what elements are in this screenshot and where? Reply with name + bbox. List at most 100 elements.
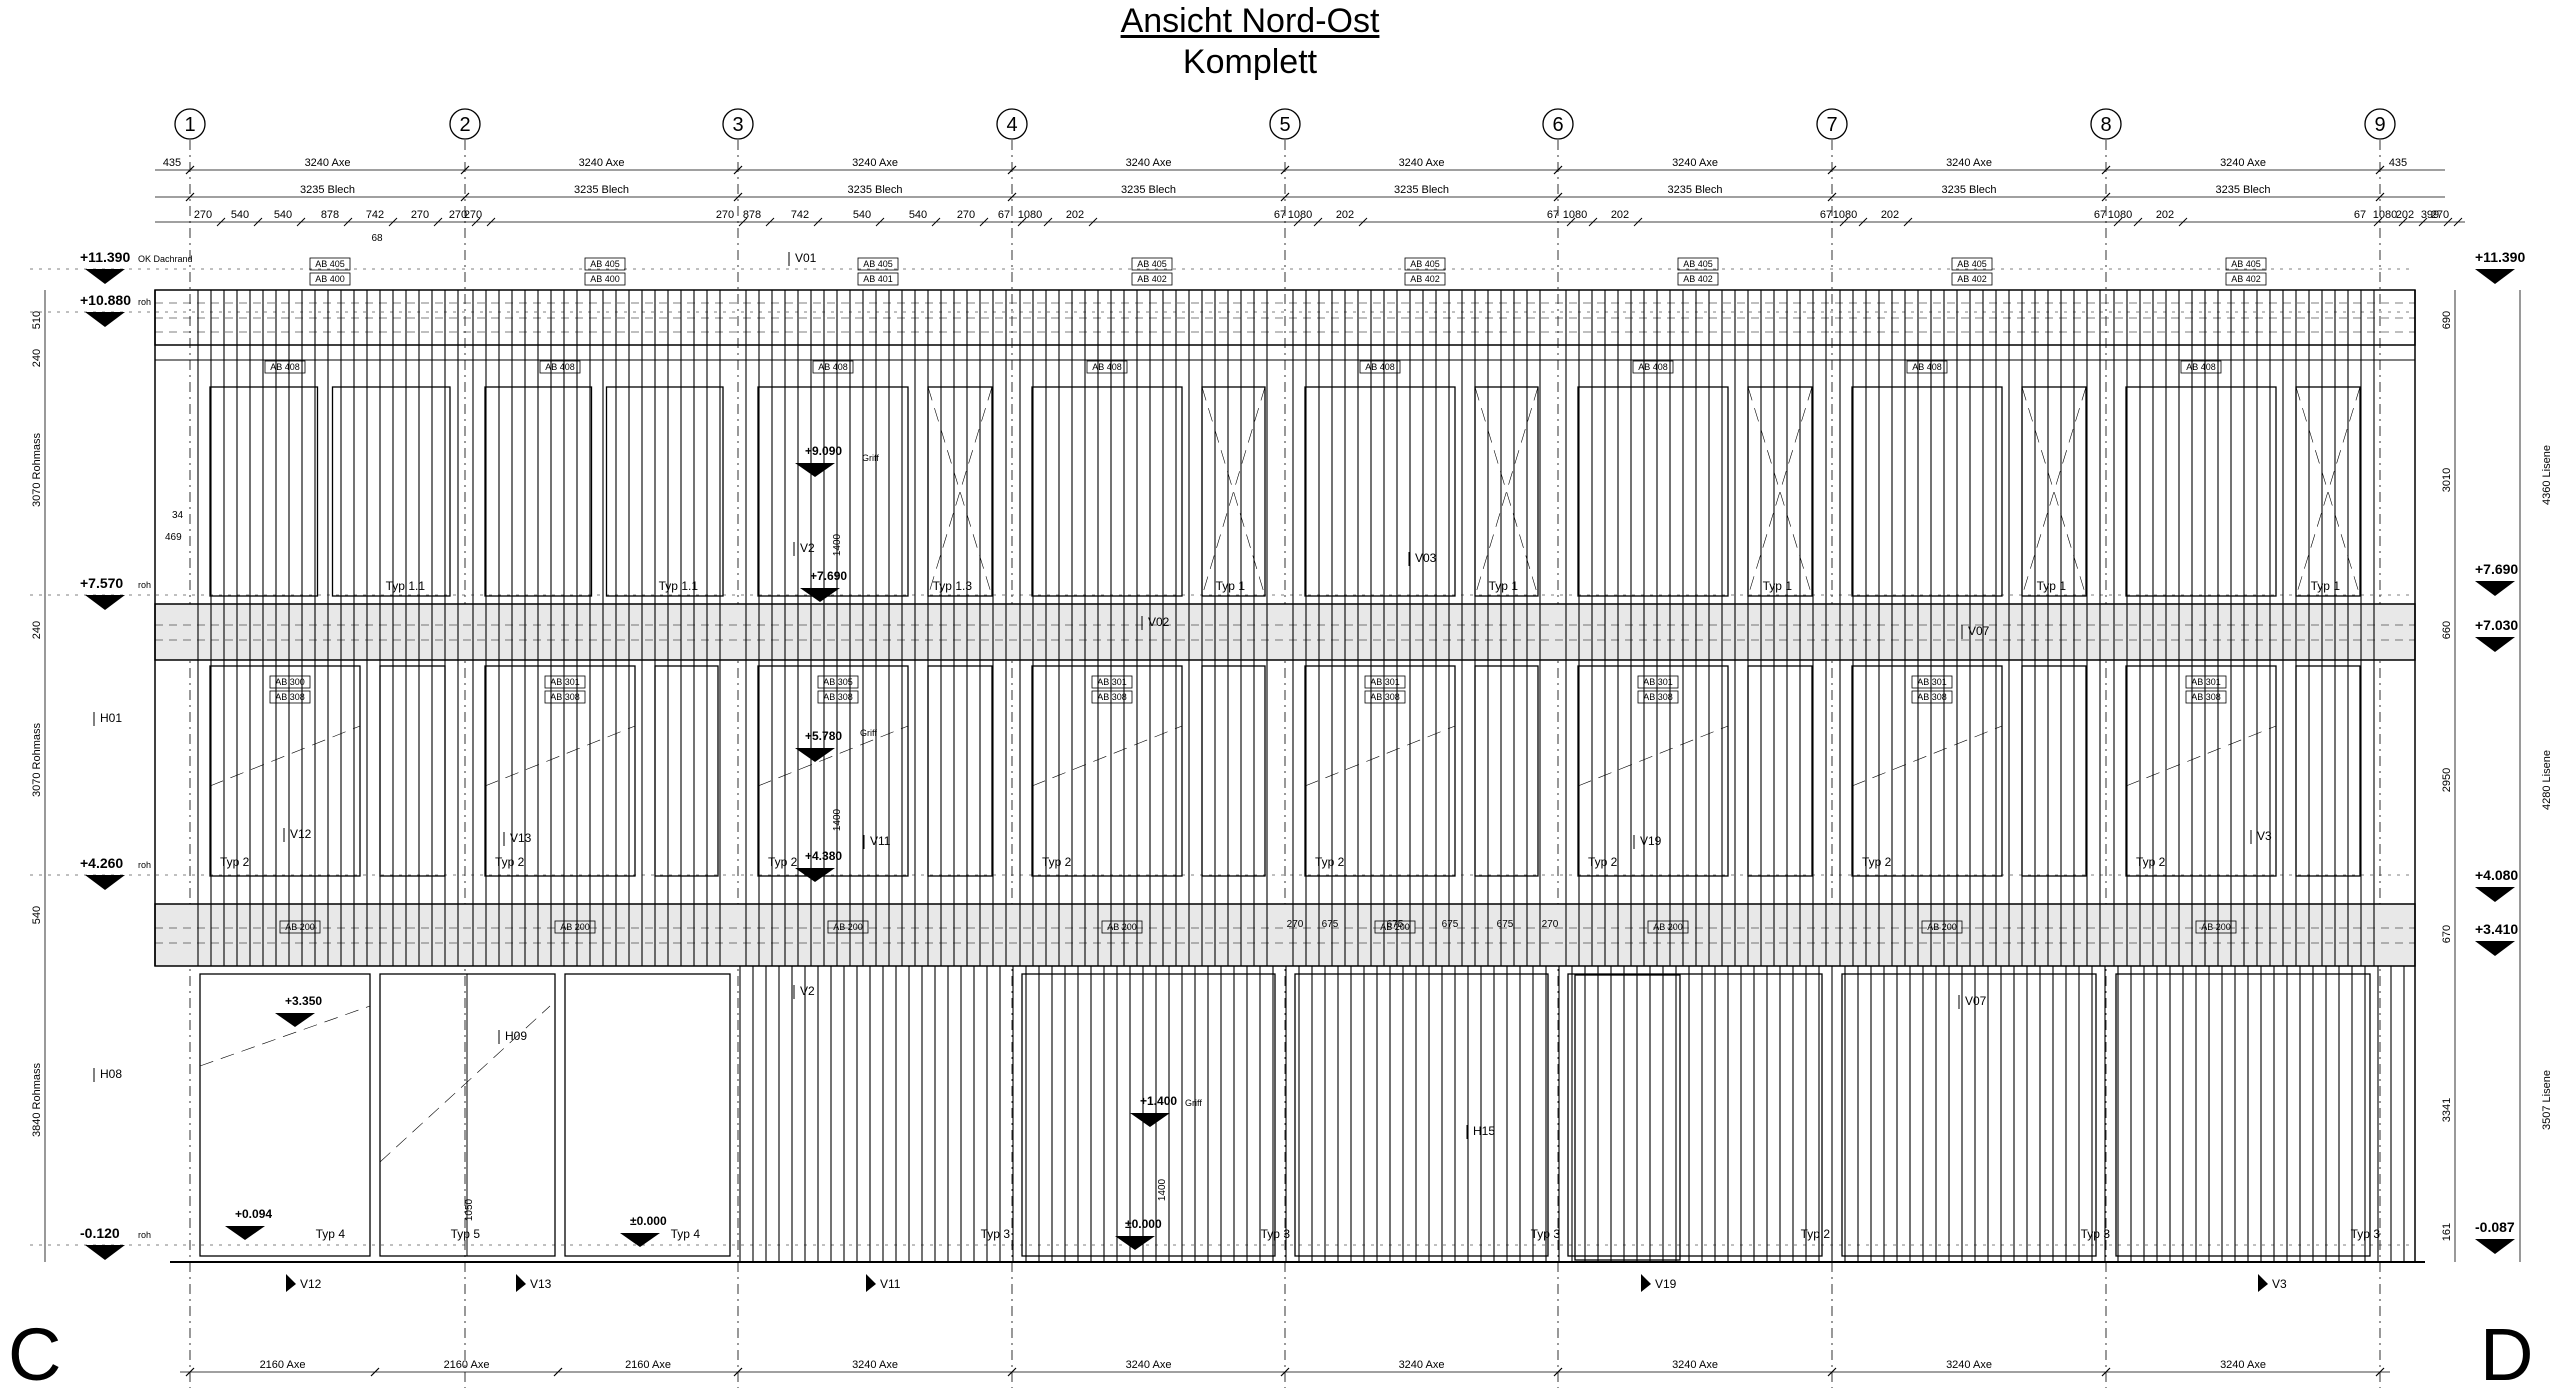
tag-box bbox=[827, 920, 869, 934]
dim-text-sub: 67 bbox=[2094, 209, 2106, 221]
tag-label: AB 200 bbox=[2201, 922, 2231, 932]
dim-text-bottom: 3240 Axe bbox=[1399, 1359, 1445, 1371]
dim-text-axe: 3240 Axe bbox=[1672, 157, 1718, 169]
dim-text-sub: 270 bbox=[2431, 209, 2449, 221]
axis-label: 5 bbox=[1279, 114, 1290, 136]
level-dim: 675 bbox=[1387, 919, 1404, 930]
tag-box bbox=[1921, 920, 1963, 934]
level-value: +7.690 bbox=[2475, 561, 2518, 577]
window-type-label: Typ 1 bbox=[1489, 579, 1519, 593]
section-arrow bbox=[2258, 1274, 2268, 1292]
dim-text-sub: 1080 bbox=[1018, 209, 1042, 221]
dim-tick bbox=[370, 1367, 380, 1377]
dim-text-sub: 202 bbox=[1611, 209, 1629, 221]
tag-label: AB 301 bbox=[1917, 677, 1947, 687]
level-triangle bbox=[85, 875, 125, 890]
section-arrow bbox=[866, 1274, 876, 1292]
tag-box bbox=[554, 920, 596, 934]
level-value: +10.880 bbox=[80, 292, 131, 308]
dim-tick bbox=[2101, 165, 2111, 175]
dim-text-vertical: 161 bbox=[2441, 1223, 2453, 1241]
dim-text-sub: 399 bbox=[2421, 209, 2439, 221]
tag-label: AB 405 bbox=[1410, 259, 1440, 269]
opening-diagonal bbox=[2295, 386, 2361, 597]
dim-text-sub: 1080 bbox=[1288, 209, 1312, 221]
window-type-label: Typ 2 bbox=[1862, 855, 1892, 869]
tag-box bbox=[1364, 690, 1406, 704]
tag-label: AB 308 bbox=[2191, 692, 2221, 702]
level-value: +7.030 bbox=[2475, 617, 2518, 633]
tag-box bbox=[269, 675, 311, 689]
window-mid-left bbox=[757, 665, 909, 877]
tag-box bbox=[817, 675, 859, 689]
axis-label: 1 bbox=[184, 114, 195, 136]
marker-label: V2 bbox=[800, 541, 815, 555]
tag-box bbox=[1374, 920, 1416, 934]
level-value: -0.120 bbox=[80, 1225, 120, 1241]
level-value: -0.087 bbox=[2475, 1219, 2515, 1235]
dim-tick bbox=[2375, 192, 2385, 202]
dim-text-sub: 202 bbox=[1066, 209, 1084, 221]
tag-box bbox=[2195, 920, 2237, 934]
tag-label: AB 308 bbox=[275, 692, 305, 702]
dim-tick bbox=[1280, 165, 1290, 175]
level-triangle bbox=[2475, 887, 2515, 902]
tag-box bbox=[2185, 690, 2227, 704]
dim-tick bbox=[1566, 217, 1576, 227]
dim-tick bbox=[733, 1367, 743, 1377]
section-marker: V19 bbox=[1655, 1277, 1677, 1291]
dim-text-sub: 540 bbox=[231, 209, 249, 221]
window-type-label: Typ 2 bbox=[1315, 855, 1345, 869]
level-dim: 675 bbox=[1322, 919, 1339, 930]
axis-bubble bbox=[996, 108, 1028, 140]
tag-label: AB 405 bbox=[315, 259, 345, 269]
interior-level: +5.780 bbox=[805, 729, 842, 743]
dim-tick bbox=[1839, 217, 1849, 227]
tag-label: AB 200 bbox=[1927, 922, 1957, 932]
interior-level: +7.690 bbox=[810, 569, 847, 583]
section-marker: V3 bbox=[2272, 1277, 2287, 1291]
dim-text-sub: 540 bbox=[274, 209, 292, 221]
tag-box bbox=[1951, 272, 1993, 286]
window-type-label: Typ 1 bbox=[2037, 579, 2067, 593]
tag-label: AB 200 bbox=[1380, 922, 1410, 932]
dim-text-axe: 3240 Axe bbox=[1946, 157, 1992, 169]
dim-tick bbox=[1007, 192, 1017, 202]
dim-tick bbox=[931, 217, 941, 227]
dim-text-blech: 3235 Blech bbox=[300, 184, 355, 196]
marker-label: V11 bbox=[870, 834, 891, 848]
axis-bubble bbox=[1816, 108, 1848, 140]
tag-label: AB 308 bbox=[550, 692, 580, 702]
dim-tick bbox=[1007, 165, 1017, 175]
level-note: roh bbox=[138, 297, 151, 307]
tag-box bbox=[584, 257, 626, 271]
dim-text-vertical: 240 bbox=[31, 621, 43, 639]
dim-tick bbox=[185, 1367, 195, 1377]
level-triangle bbox=[795, 868, 835, 882]
window-upper-left bbox=[209, 386, 319, 597]
window-mid-right bbox=[1747, 665, 1813, 877]
window-mid-left bbox=[1851, 665, 2003, 877]
dim-text-sub: 67 bbox=[1820, 209, 1832, 221]
tag-label: AB 408 bbox=[818, 362, 848, 372]
window-type-label: Typ 2 bbox=[495, 855, 525, 869]
tag-box bbox=[264, 360, 306, 374]
dim-tick bbox=[433, 217, 443, 227]
interior-level: ±0.000 bbox=[1125, 1217, 1162, 1231]
dim-tick bbox=[1553, 1367, 1563, 1377]
dim-text-vertical: 670 bbox=[2441, 925, 2453, 943]
dim-tick bbox=[1903, 217, 1913, 227]
opening-diagonal bbox=[484, 725, 636, 787]
tag-label: AB 301 bbox=[1643, 677, 1673, 687]
dim-text-vertical: 3507 Lisene bbox=[2541, 1070, 2553, 1130]
window-mid-left bbox=[2125, 665, 2277, 877]
section-marker: V12 bbox=[300, 1277, 322, 1291]
dim-tick bbox=[733, 165, 743, 175]
tag-box bbox=[857, 272, 899, 286]
tag-label: AB 405 bbox=[1137, 259, 1167, 269]
dim-tick bbox=[1858, 217, 1868, 227]
axis-label: 2 bbox=[459, 114, 470, 136]
tag-label: AB 405 bbox=[863, 259, 893, 269]
